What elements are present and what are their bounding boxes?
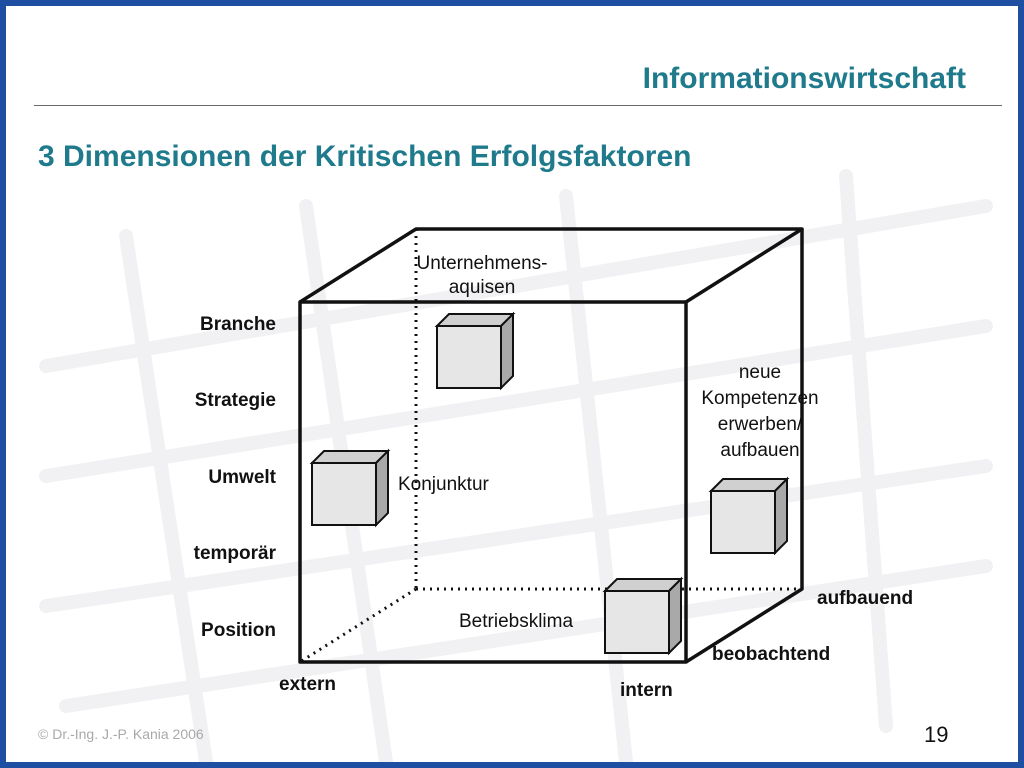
cube-diagram — [298, 227, 804, 664]
axis-label-beobachtend: beobachtend — [712, 644, 831, 665]
header-divider — [34, 105, 1002, 106]
box-bottom — [602, 576, 684, 656]
visible-edges — [298, 227, 804, 664]
label-betriebsklima: Betriebsklima — [459, 611, 574, 632]
label-unternehmensaquisen: Unternehmens- aquisen — [416, 253, 548, 298]
label-konjunktur: Konjunktur — [398, 474, 489, 495]
slide-subtitle: 3 Dimensionen der Kritischen Erfolgsfakt… — [38, 140, 692, 173]
box-left — [309, 448, 391, 528]
factor-label-umwelt: Umwelt — [208, 467, 276, 488]
factor-label-position: Position — [201, 620, 276, 641]
factor-label-strategie: Strategie — [194, 390, 276, 411]
page-number: 19 — [924, 722, 949, 747]
factor-label-temporaer: temporär — [193, 543, 276, 564]
factor-label-branche: Branche — [199, 314, 276, 335]
axis-label-aufbauend: aufbauend — [817, 588, 914, 609]
box-right — [708, 476, 790, 556]
hidden-edges — [299, 229, 802, 664]
axis-label-intern: intern — [620, 680, 673, 701]
footer-copyright: © Dr.-Ing. J.-P. Kania 2006 — [38, 726, 204, 742]
axis-label-extern: extern — [279, 674, 337, 695]
label-neue-kompetenzen: neue Kompetenzen erwerben/ aufbauen — [701, 362, 819, 461]
box-top — [434, 311, 516, 391]
header-title: Informationswirtschaft — [642, 62, 966, 95]
